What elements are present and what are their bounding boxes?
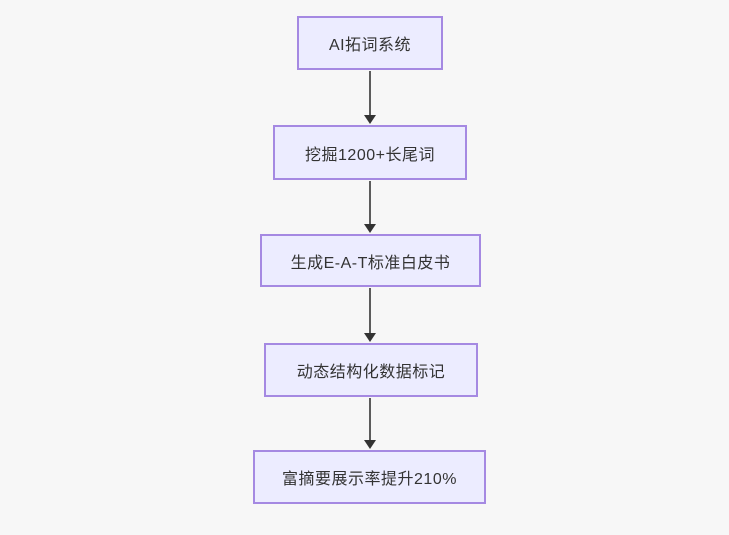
flow-node-longtail-mining: 挖掘1200+长尾词 [273,125,467,180]
arrow-line [369,288,371,336]
arrow-line [369,398,371,443]
flow-node-label: 富摘要展示率提升210% [282,471,457,488]
flow-arrow-3 [363,288,377,342]
flow-node-label: 生成E-A-T标准白皮书 [290,254,451,272]
arrow-down-icon [364,224,376,233]
arrow-down-icon [364,115,376,124]
flow-node-label: 动态结构化数据标记 [296,364,446,381]
flow-node-label: AI拓词系统 [328,37,412,54]
flow-arrow-2 [363,181,377,233]
arrow-line [369,181,371,227]
flow-node-structured-data: 动态结构化数据标记 [264,343,478,397]
flow-arrow-1 [363,71,377,124]
flow-arrow-4 [363,398,377,449]
flow-node-label: 挖掘1200+长尾词 [305,146,435,164]
flow-node-ai-expansion: AI拓词系统 [297,16,443,70]
flow-node-eat-whitepaper: 生成E-A-T标准白皮书 [260,234,481,287]
arrow-down-icon [364,440,376,449]
flow-node-rich-snippet-result: 富摘要展示率提升210% [253,450,486,504]
arrow-line [369,71,371,118]
arrow-down-icon [364,333,376,342]
